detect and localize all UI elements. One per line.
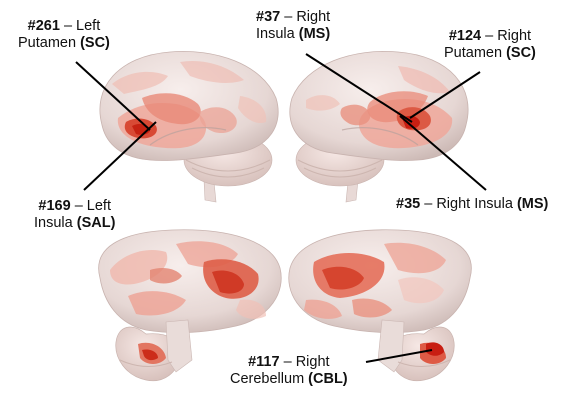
brain-bottom-right [288,229,472,382]
leader-lines [75,53,487,363]
label-124-right-putamen: #124 – Right Putamen (SC) [444,28,536,61]
label-169-left-insula: #169 – Left Insula (SAL) [34,198,116,231]
label-35-right-insula: #35 – Right Insula (MS) [396,196,549,212]
leader-line-37 [305,53,413,123]
leader-line-261 [75,61,151,131]
label-117-right-cerebellum: #117 – Right Cerebellum (CBL) [230,354,348,387]
label-261-left-putamen: #261 – Left Putamen (SC) [18,18,110,51]
leader-line-117 [365,349,433,363]
label-37-right-insula: #37 – Right Insula (MS) [256,9,331,42]
leader-line-169 [83,121,157,191]
brain-top-left [99,51,279,203]
brain-bottom-left [98,229,282,382]
leader-line-124 [409,71,481,119]
leader-line-35 [399,115,487,191]
brain-top-right [289,51,469,203]
